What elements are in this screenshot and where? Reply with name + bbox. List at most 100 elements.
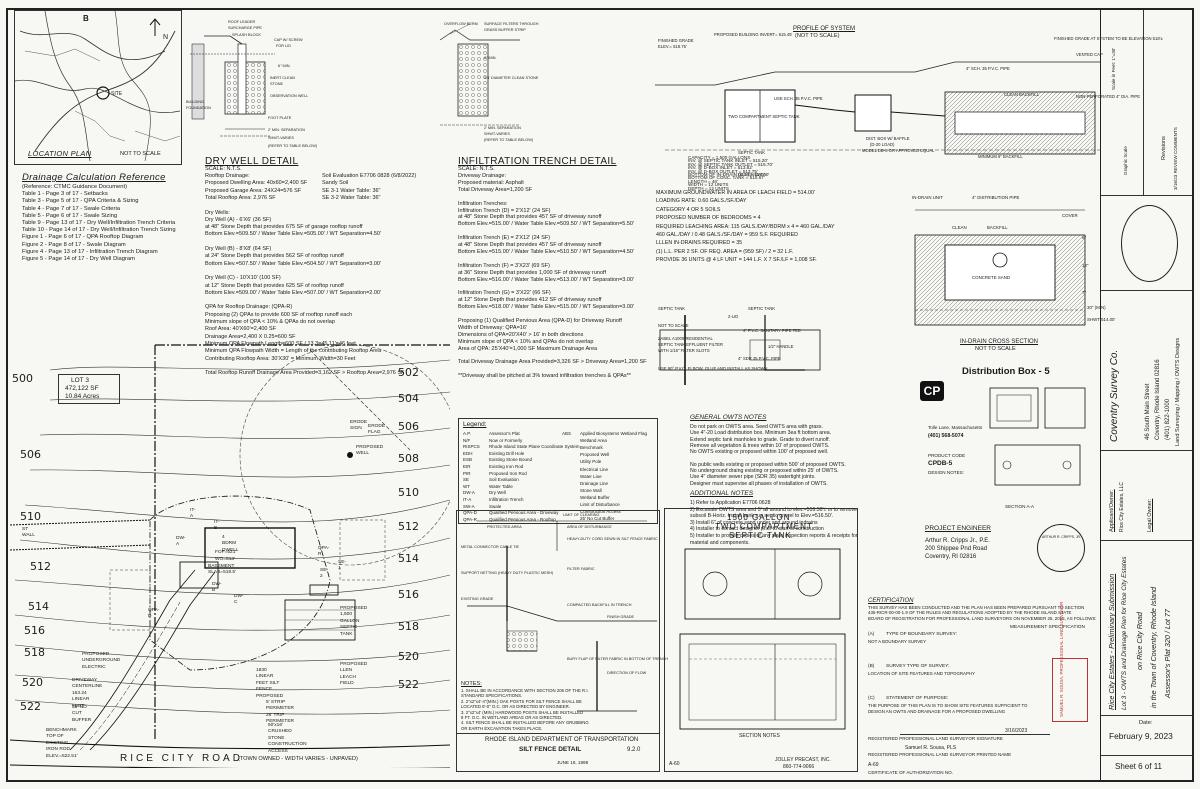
engineer-name: Arthur R. Cripps Jr., P.E. [925,538,990,544]
profile-label: MODEL DB-5 OR APPROVED EQUAL [862,148,935,153]
septic-spec-line: BOTTOM OF IN-DRAIN (LLV) = 513.00' [688,172,770,177]
dry-well-note-line: Dry Well (A) - 6'X6' (36 SF) [205,216,272,223]
cert-item-label: TYPE OF BOUNDARY SURVEY: [886,632,957,637]
authorization-label: CERTIFICATE OF AUTHORIZATION NO. [868,770,953,775]
title-line-4: in the Town of Coventry, Rhode Island [1149,586,1158,708]
date-box: Date: February 9, 2023 [1101,715,1193,756]
location-plan-scale: NOT TO SCALE [120,151,161,157]
measurement-specification: MEASUREMENT SPECIFICATION [1010,625,1085,630]
engineer-seal: ARTHUR R. CRIPPS, JR. [1037,524,1085,572]
site-plan-label: 4 BDRM DWELL [222,535,239,553]
site-label: SITE [111,91,123,97]
engineer-address-1: 200 Shippee Pnd Road [925,546,988,552]
cert-item-label: SURVEY TYPE OF SURVEY: [886,664,950,669]
site-plan-label: SE-1 [338,560,346,572]
infiltration-note-line: Bottom Elev.=518.00' / Water Table Elev.… [458,304,635,311]
dry-well-note-line: Bottom Elev.=507.50' / Water Table Elev.… [205,260,382,267]
site-plan-label: PROPOSED 1,500 GALLON SEPTIC TANK [340,606,368,637]
in-drain-label: IN-DRAIN UNIT [912,195,943,200]
surveyor-signature-label: REGISTERED PROFESSIONAL LAND SURVEYOR SI… [868,736,1003,741]
system-profile-drawing [655,61,1100,155]
design-data-line: 460 GAL./DAY / 0.48 GALS./SF./DAY = 959 … [656,232,798,238]
legend-description: Wetland Area [580,438,607,444]
contour-elevation: 510 [20,510,41,523]
additional-note-line: 4) Installer to contact designer prior t… [690,526,824,533]
location-plan-title: LOCATION PLAN [28,149,92,158]
contour-elevation: 510 [398,486,419,499]
contour-elevation: 514 [28,600,49,613]
legend-symbol: ABS [562,431,572,436]
septic-label: SEPTIC TANK [748,306,776,311]
in-drain-label: CONCRETE SAND [972,275,1011,280]
contour-elevation: 506 [398,420,419,433]
company-name: Coventry Survey Co. [1109,349,1120,442]
dry-well-note-line: Total Rooftop Area: 2,976 SF [205,194,276,201]
distribution-box-drawing [989,387,1086,486]
infiltration-callout: (REFER TO TABLE BELOW) [484,138,534,142]
in-drain-title: IN-DRAIN CROSS SECTION [960,339,1039,345]
infiltration-note-line: Infiltration Trench (G) = 3'X22' (66 SF) [458,290,551,297]
cp-design-notes: DESIGN NOTES: [928,470,964,475]
lot-area-sf: 472,122 SF [65,385,99,392]
silt-fence-title: SILT FENCE DETAIL [519,746,582,753]
additional-note-line: 1) Refer to Application E7706 0628 [690,500,771,506]
legend-description: Qualified Pervious Area - Driveway [489,510,559,516]
silt-fence-callout: PROTECTED AREA [487,525,522,529]
drainage-reference-line: Figure 4 - Page 13 of 17 - Infiltration … [22,248,158,255]
title-line-1: Rice City Estates - Preliminary Submissi… [1107,573,1116,710]
owner-box: Applicant/Owner: Rice City Estates, LLC … [1101,450,1193,541]
in-drain-label: 7" [1082,290,1087,295]
legend-description: Utility Pole [580,459,602,465]
drainage-reference-line: Figure 1 - Page 6 of 17 - QPA Rooftop Di… [22,234,144,241]
infiltration-note-line: Total Driveway Area=1,200 SF [458,186,533,193]
site-plan-label: DW-B [212,582,222,594]
signature-date: 3/16/2023 [1005,728,1028,734]
site-plan-label: 50'x16' CRUSHED STONE CONSTRUCTION ACCES… [268,723,307,754]
revisions-label: Revisions [1161,136,1167,160]
engineer-seal-text: ARTHUR R. CRIPPS, JR. [1042,535,1081,539]
dry-well-callout: FOOT PLATE [268,116,292,120]
dry-well-note-line: Contributing Rooftop Area: 30'X30' = Min… [205,355,356,362]
contour-elevation: 504 [398,392,419,405]
contour-elevation: 508 [398,452,419,465]
dry-well-note-line: QPA for Rooftop Drainage: (QPA-R) [205,304,293,311]
infiltration-callout: 3.5' DIAMETER CLEAN STONE [484,76,539,80]
cert-item-index: (C) [868,696,875,701]
company-box: Coventry Survey Co. 46 South Main Street… [1101,290,1193,451]
infiltration-note-line: at 12" Stone Depth that provides 412 SF … [458,297,602,304]
silt-note-line: 8 FT. O.C. IN WETLAND AREAS OR AS DIRECT… [461,715,563,720]
project-title-box: Rice City Estates - Preliminary Submissi… [1101,540,1193,716]
infiltration-note-line: at 36" Stone Depth that provides 1,000 S… [458,269,606,276]
silt-note-line: STANDARD SPECIFICATIONS. [461,693,523,699]
septic-label: ZABEL A1000 RESIDENTIAL [658,336,713,341]
cert-item-value: LOCATION OF SITE FEATURES AND TOPOGRAPHY [868,671,976,676]
owts-note-line: Use 4"-20 Load distribution box. Minimum… [690,430,832,437]
dry-well-note-line: at 24" Stone Depth that provides 562 SF … [205,253,344,260]
site-plan-label: PROPOSED WELL [356,445,384,457]
legend-description: Existing Iron Rod [489,464,524,469]
location-plan-map [15,11,181,162]
infiltration-note-line: Bottom Elev.=516.00' / Water Table Elev.… [458,276,635,283]
dry-well-callout: 2' MIN. SEPARATION [268,128,305,132]
profile-label: SEPTIC TANK [738,150,766,155]
silt-fence-callout: LIMIT OF CLEARING [563,513,600,517]
contour-elevation: 518 [398,620,419,633]
septic-spec-line: CAPACITY = 1,500 GALLONS [688,155,751,160]
silt-fence-callout: HEAVY-DUTY CORD SEWN IN SILT FENCE FABRI… [567,537,658,541]
septic-label: 2-LID [728,314,739,319]
contour-elevation: 516 [398,588,419,601]
silt-note-line: LOCATED 8'-0" O.C. OR AS DIRECTED BY ENG… [461,704,570,710]
legend-symbol: EIR [463,464,471,469]
tank-title-2: TWO COMPARTMENT [715,522,813,531]
surveyor-name-label: REGISTERED PROFESSIONAL LAND SURVEYOR PR… [868,752,1012,757]
cp-product-code: CPDB-5 [928,460,953,467]
drainage-reference-line: Table 10 - Page 14 of 17 - Dry Well/Infi… [22,227,176,234]
site-plan-label: SE-2 [320,568,328,580]
silt-note-line: 4. SILT FENCE SHALL BE INSTALLED BEFORE … [461,720,589,726]
legend-description: Soil Evaluation [489,477,519,483]
title-line-2: Lot 3 - OWTS and Drainage Plan for Rice … [1121,556,1128,710]
silt-note-line: 2. 2"x2"x4'-4"(MIN.) OAK POSTS FOR SILT … [461,698,582,704]
dry-well-callout: INERT CLEAN [270,76,295,80]
additional-note-line: 2) Excavate OWTS area and 5' all around … [690,506,857,513]
